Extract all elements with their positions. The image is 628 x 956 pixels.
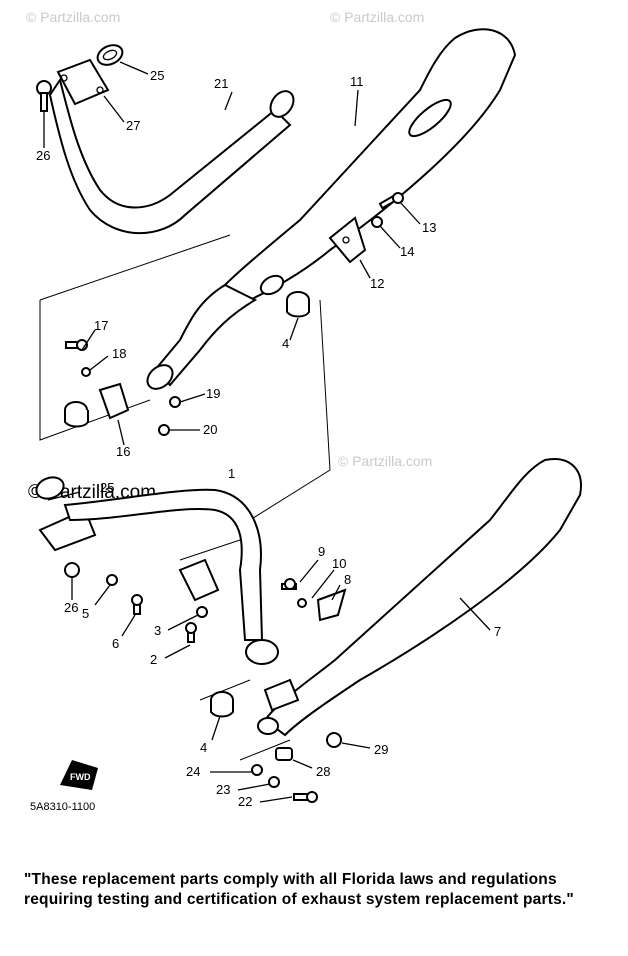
bolt-6	[131, 594, 143, 615]
header-pipe-lower	[35, 476, 279, 665]
callout-5: 5	[82, 606, 89, 621]
callout-2: 2	[150, 652, 157, 667]
muffler-upper	[146, 28, 517, 390]
callout-18: 18	[112, 346, 126, 361]
callout-26-upper: 26	[36, 148, 50, 163]
callout-14: 14	[400, 244, 414, 259]
header-pipe-upper	[48, 77, 295, 235]
callout-13: 13	[422, 220, 436, 235]
washer-23	[268, 776, 280, 788]
muffler-lower	[257, 458, 582, 737]
nut-29	[326, 732, 342, 748]
callout-12: 12	[370, 276, 384, 291]
nut-26-lower	[64, 562, 80, 578]
callout-24: 24	[186, 764, 200, 779]
assembly-box-lower	[179, 539, 291, 761]
callout-19: 19	[206, 386, 220, 401]
sleeve-left	[64, 401, 89, 428]
gasket-upper	[96, 44, 124, 66]
florida-compliance-disclaimer: "These replacement parts comply with all…	[24, 871, 574, 908]
washer-10	[297, 598, 307, 608]
callout-26-lower: 26	[64, 600, 78, 615]
callout-25-lower: 25	[100, 480, 114, 495]
callout-6: 6	[112, 636, 119, 651]
flange-upper	[56, 58, 110, 106]
callout-7: 7	[494, 624, 501, 639]
bolt-22	[293, 791, 318, 803]
damper-28	[275, 747, 293, 761]
exhaust-parts-diagram: © Partzilla.com © Partzilla.com © Partzi…	[26, 9, 582, 813]
callout-22: 22	[238, 794, 252, 809]
bolt-2	[185, 622, 197, 643]
bracket-8	[316, 588, 347, 622]
sleeve-upper	[286, 291, 310, 318]
svg-text:FWD: FWD	[70, 772, 91, 782]
washer-14	[371, 216, 383, 228]
washer-5	[106, 574, 118, 586]
callout-4-upper: 4	[282, 336, 289, 351]
nut-upper-26	[36, 80, 52, 112]
forward-arrow-icon: FWD	[60, 760, 98, 790]
callout-23: 23	[216, 782, 230, 797]
callout-29: 29	[374, 742, 388, 757]
bracket-upper	[328, 216, 367, 264]
protector-16	[98, 382, 130, 420]
callout-28: 28	[316, 764, 330, 779]
callout-9: 9	[318, 544, 325, 559]
nut-19	[169, 396, 181, 408]
watermark-top-left: © Partzilla.com	[26, 9, 120, 25]
sleeve-lower	[210, 691, 234, 718]
bolt-13	[378, 192, 404, 210]
washer-24	[251, 764, 263, 776]
callout-21: 21	[214, 76, 228, 91]
callout-3: 3	[154, 623, 161, 638]
callout-1: 1	[228, 466, 235, 481]
watermark-top-right: © Partzilla.com	[330, 9, 424, 25]
bolt-9	[281, 578, 297, 590]
callout-25-upper: 25	[150, 68, 164, 83]
callout-4-lower: 4	[200, 740, 207, 755]
diagram-code: 5A8310-1100	[30, 801, 95, 813]
callout-11: 11	[350, 74, 364, 89]
watermark-mid-right: © Partzilla.com	[338, 453, 432, 469]
bolt-17	[65, 339, 88, 351]
washer-3	[196, 606, 208, 618]
nut-20	[158, 424, 170, 436]
callout-20: 20	[203, 422, 217, 437]
callout-27: 27	[126, 118, 140, 133]
callout-17: 17	[94, 318, 108, 333]
callout-10: 10	[332, 556, 346, 571]
leader-lines	[43, 61, 491, 803]
washer-18	[81, 367, 91, 377]
callout-8: 8	[344, 572, 351, 587]
callout-16: 16	[116, 444, 130, 459]
